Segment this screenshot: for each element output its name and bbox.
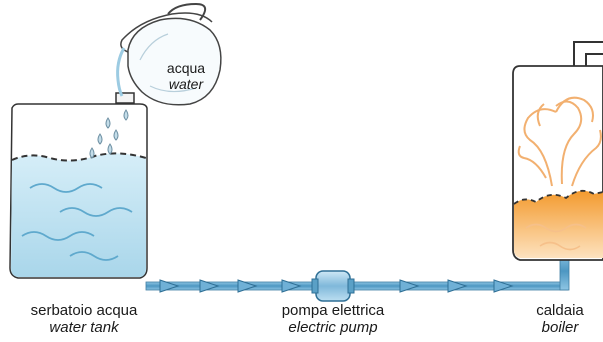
fire-top-line [513, 189, 603, 205]
boiler-fire [514, 190, 603, 258]
pump-label-english: electric pump [288, 319, 378, 336]
pitcher-label-english: water [168, 76, 204, 92]
boiler-label: caldaia boiler [520, 302, 600, 336]
pitcher-rim [120, 12, 213, 53]
pitcher-handle [167, 2, 207, 21]
electric-pump [311, 270, 355, 302]
boiler-label-english: boiler [541, 319, 579, 336]
flow-arrows [159, 279, 514, 293]
pipe [145, 251, 570, 293]
boiler [512, 41, 603, 261]
pitcher-glass-lines [139, 33, 197, 93]
water-tank-label-italian: serbatoio acqua [30, 302, 138, 319]
pitcher-label-italian: acqua [166, 60, 206, 76]
water-droplets [89, 109, 129, 159]
water-pitcher [116, 2, 222, 106]
boiler-label-italian: caldaia [536, 302, 584, 319]
tank-water [11, 153, 146, 277]
steam-plume [517, 96, 602, 187]
fire-ripples [525, 223, 587, 251]
tank-ripples [21, 183, 133, 261]
water-tank [9, 92, 148, 279]
pump-label: pompa elettrica electric pump [258, 302, 408, 336]
water-tank-label-english: water tank [49, 319, 119, 336]
pitcher-body [127, 17, 222, 106]
pump-label-italian: pompa elettrica [281, 302, 385, 319]
water-stream [116, 47, 126, 97]
water-tank-label: serbatoio acqua water tank [4, 302, 164, 336]
boiler-chimney [573, 41, 603, 66]
tank-cap [115, 92, 135, 104]
water-surface-line [11, 152, 147, 162]
pitcher-label: acqua water [156, 60, 216, 92]
